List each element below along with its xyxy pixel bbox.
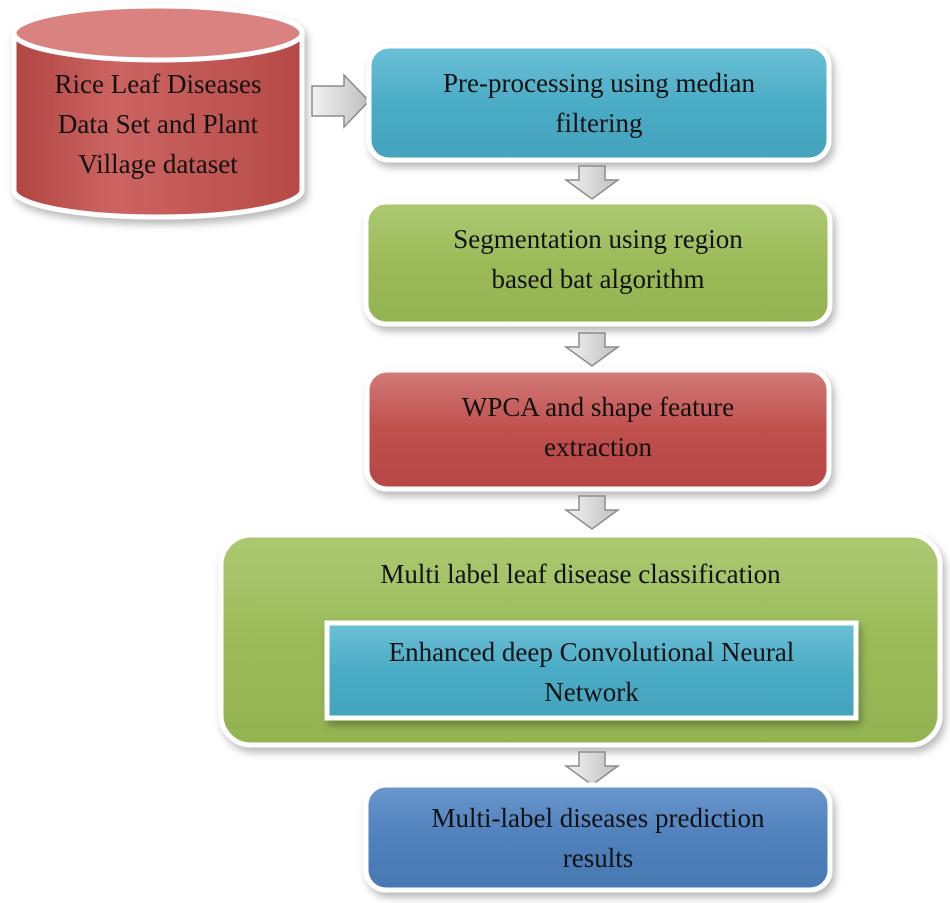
preprocessing-box xyxy=(366,43,832,163)
preprocessing-label: Pre-processing using median filtering xyxy=(369,60,829,146)
results-label: Multi-label diseases prediction results xyxy=(366,795,830,881)
segmentation-label-line: Segmentation using region xyxy=(453,224,743,254)
dataset-label: Rice Leaf Diseases Data Set and Plant Vi… xyxy=(14,62,302,186)
cnn-box xyxy=(324,620,859,721)
results-box xyxy=(363,782,833,893)
preprocessing-label-line: Pre-processing using median xyxy=(443,68,755,98)
feature-extraction-box xyxy=(364,367,832,492)
cnn-label: Enhanced deep Convolutional Neural Netwo… xyxy=(327,630,856,714)
segmentation-box xyxy=(363,199,833,327)
cnn-label-line: Network xyxy=(544,677,639,707)
feature-extraction-label-line: extraction xyxy=(544,432,652,462)
dataset-label-line: Village dataset xyxy=(78,149,238,179)
arrow-down-icon xyxy=(563,165,621,200)
classification-title-text: Multi label leaf disease classification xyxy=(380,559,781,589)
preprocessing-label-line: filtering xyxy=(555,108,643,138)
results-label-line: Multi-label diseases prediction xyxy=(431,803,765,833)
arrow-down-icon xyxy=(563,332,621,367)
segmentation-label-line: based bat algorithm xyxy=(491,264,705,294)
results-label-line: results xyxy=(562,843,634,873)
feature-extraction-label: WPCA and shape feature extraction xyxy=(367,384,829,470)
dataset-label-line: Rice Leaf Diseases xyxy=(54,69,262,99)
dataset-label-line: Data Set and Plant xyxy=(57,109,259,139)
arrow-down-icon xyxy=(563,495,621,530)
arrow-down-icon xyxy=(563,751,621,786)
cnn-label-line: Enhanced deep Convolutional Neural xyxy=(388,637,795,667)
segmentation-label: Segmentation using region based bat algo… xyxy=(366,216,830,302)
feature-extraction-label-line: WPCA and shape feature xyxy=(461,392,735,422)
dataset-cylinder xyxy=(11,3,305,220)
arrow-right-icon xyxy=(311,73,371,129)
classification-title: Multi label leaf disease classification xyxy=(221,552,940,596)
